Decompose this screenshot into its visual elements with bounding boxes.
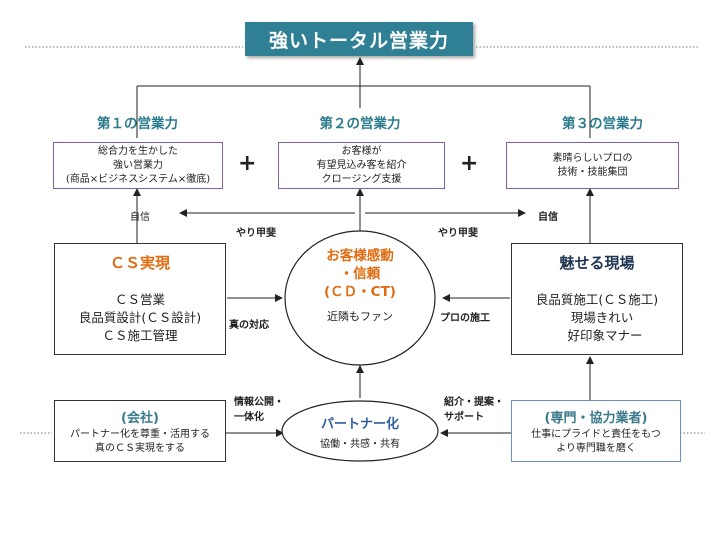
first-force-line: 総合力を生かした bbox=[98, 145, 178, 157]
partner-ellipse bbox=[281, 400, 439, 462]
plus-sign-right: + bbox=[460, 151, 479, 176]
page-title: 強いトータル営業力 bbox=[245, 22, 473, 56]
company-box-line: パートナー化を尊重・活用する bbox=[70, 429, 210, 440]
jouhou-label-line: 一体化 bbox=[234, 412, 264, 423]
genba-box-line: 良品質施工(ＣＳ施工) bbox=[535, 292, 659, 307]
partner-heading: パートナー化 bbox=[320, 417, 399, 432]
second-force-line: 有望見込み客を紹介 bbox=[316, 159, 407, 171]
third-force-line: 技術・技能集団 bbox=[557, 166, 628, 178]
genba-box-line: 現場きれい bbox=[570, 310, 634, 326]
company-box: (会社) パートナー化を尊重・活用する 真のＣＳ実現をする bbox=[54, 400, 226, 462]
pro-no-sekou-label: プロの施工 bbox=[440, 313, 490, 324]
expert-box-line: 仕事にプライドと責任をもつ bbox=[531, 429, 661, 440]
genba-box-heading: 魅せる現場 bbox=[559, 254, 635, 272]
expert-box-line: より専門職を磨く bbox=[556, 443, 636, 454]
center-line-1: お客様感動 bbox=[326, 248, 394, 264]
cs-box-heading: ＣＳ実現 bbox=[109, 254, 170, 272]
expert-box: (専門・協力業者) 仕事にプライドと責任をもつ より専門職を磨く bbox=[511, 400, 681, 462]
jouhou-label-line: 情報公開・ bbox=[234, 397, 284, 408]
first-force-heading: 第１の営業力 bbox=[97, 116, 178, 132]
shoukai-label-line: サポート bbox=[444, 412, 484, 423]
third-force-line: 素晴らしいプロの bbox=[552, 152, 633, 164]
second-force-line: お客様が bbox=[341, 145, 382, 157]
cs-box-line: ＣＳ営業 bbox=[114, 292, 165, 307]
third-force-heading: 第３の営業力 bbox=[562, 116, 643, 132]
cs-box-line: ＣＳ施工管理 bbox=[102, 328, 178, 344]
company-box-heading: (会社) bbox=[121, 411, 159, 426]
jishin-right-label: 自信 bbox=[538, 212, 558, 223]
partner-text: パートナー化 協働・共感・共有 bbox=[290, 413, 430, 450]
cs-box: ＣＳ実現 ＣＳ営業 良品質設計(ＣＳ設計) ＣＳ施工管理 bbox=[54, 243, 226, 355]
company-box-line: 真のＣＳ実現をする bbox=[95, 443, 185, 454]
shin-no-taiou-label: 真の対応 bbox=[229, 320, 269, 331]
center-line-3: (ＣＤ・CT) bbox=[324, 284, 396, 301]
first-force-line: (商品×ビジネスシステム×徹底) bbox=[65, 173, 211, 185]
second-force-heading: 第２の営業力 bbox=[319, 116, 401, 132]
second-force-line: クロージング支援 bbox=[321, 173, 402, 185]
first-force-line: 強い営業力 bbox=[113, 159, 163, 171]
shoukai-label: 紹介・提案・ サポート bbox=[444, 395, 504, 425]
center-line-2: ・信頼 bbox=[339, 265, 381, 282]
partner-sub: 協働・共感・共有 bbox=[320, 439, 400, 450]
third-force-box: 素晴らしいプロの 技術・技能集団 bbox=[506, 142, 679, 189]
jouhou-label: 情報公開・ 一体化 bbox=[234, 395, 284, 425]
plus-sign-left: + bbox=[238, 151, 257, 176]
yarigai-left-label: やり甲斐 bbox=[236, 228, 276, 239]
first-force-box: 総合力を生かした 強い営業力 (商品×ビジネスシステム×徹底) bbox=[53, 142, 223, 189]
shoukai-label-line: 紹介・提案・ bbox=[444, 397, 504, 408]
jishin-left-label: 自信 bbox=[130, 212, 150, 223]
genba-box-line: 好印象マナー bbox=[567, 328, 643, 344]
second-force-box: お客様が 有望見込み客を紹介 クロージング支援 bbox=[278, 142, 445, 189]
center-text: お客様感動 ・信頼 (ＣＤ・CT) 近隣もファン bbox=[290, 248, 430, 324]
center-sub: 近隣もファン bbox=[327, 309, 393, 323]
expert-box-heading: (専門・協力業者) bbox=[544, 411, 648, 426]
yarigai-right-label: やり甲斐 bbox=[438, 228, 478, 239]
center-ellipse bbox=[284, 230, 436, 366]
cs-box-line: 良品質設計(ＣＳ設計) bbox=[78, 310, 202, 326]
genba-box: 魅せる現場 良品質施工(ＣＳ施工) 現場きれい 好印象マナー bbox=[511, 243, 683, 355]
